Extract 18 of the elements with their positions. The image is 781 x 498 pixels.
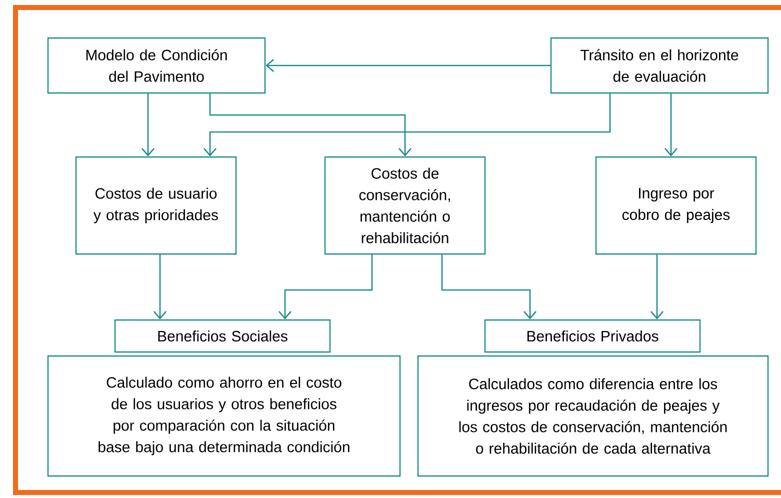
text-box: Calculados como diferencia entre los ingresos por recaudación de peajes y los costos de conservación, mantención o rehabilitación de cada alternativa (417, 355, 769, 477)
arrow (209, 94, 412, 156)
process-box: Costos de usuario y otras prioridades (75, 156, 237, 255)
arrow (204, 94, 611, 156)
arrow (154, 254, 166, 320)
label-box: Beneficios Privados (484, 319, 701, 353)
arrow (266, 59, 550, 72)
arrow (142, 94, 154, 156)
arrow (278, 254, 373, 320)
label-box: Beneficios Sociales (114, 319, 331, 353)
arrow (650, 254, 664, 320)
arrow (664, 94, 678, 156)
process-box: Modelo de Condición del Pavimento (47, 37, 266, 94)
process-box: Tránsito en el horizonte de evaluación (550, 37, 769, 94)
process-box: Ingreso por cobro de peajes (595, 156, 757, 255)
text-box: Calculado como ahorro en el costo de los usuarios y otros beneficios por comparación con la situación base bajo una determinada condición (47, 355, 401, 477)
arrow (441, 254, 536, 320)
process-box: Costos de conservación, mantención o rehabilitación (324, 156, 486, 255)
